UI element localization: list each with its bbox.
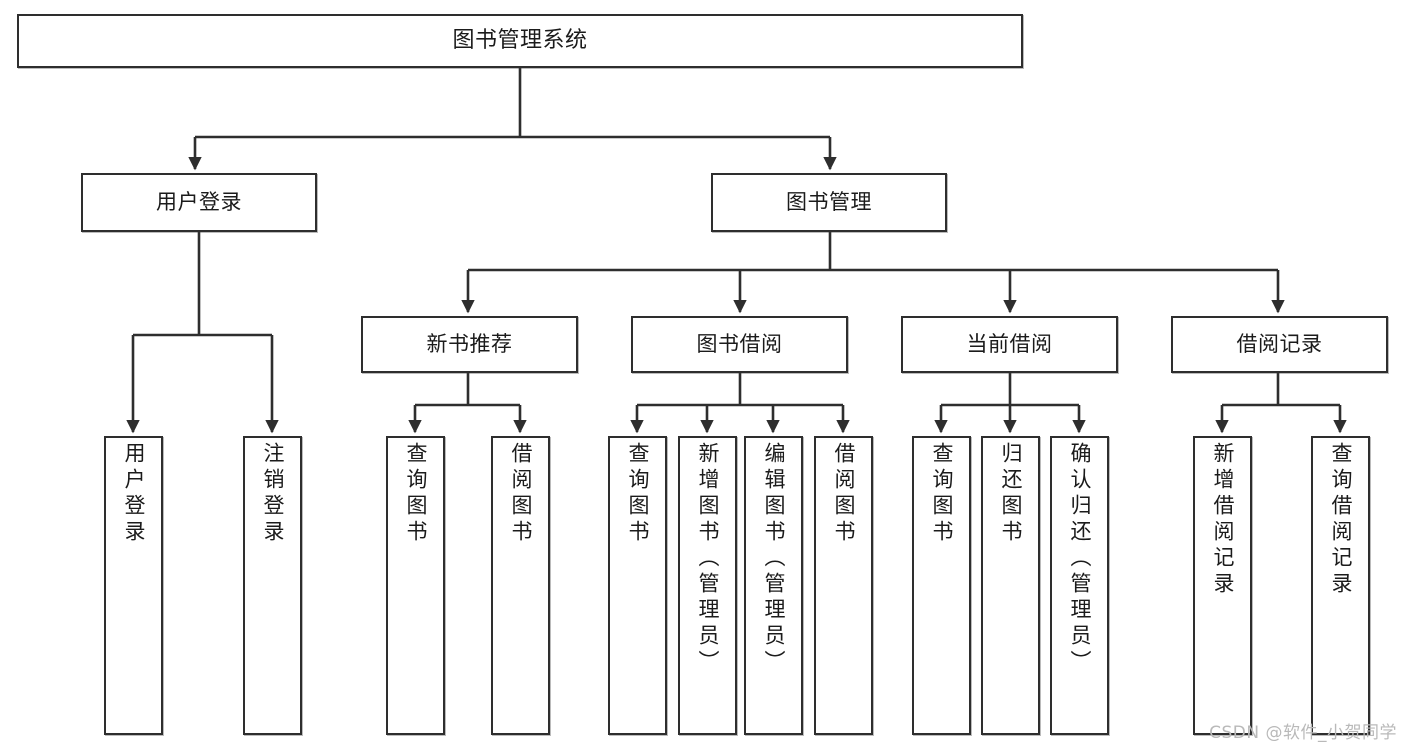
- node-leaf-borrow-book-1[interactable]: 借阅图书: [491, 436, 550, 735]
- node-book-manage-label: 图书管理: [786, 190, 872, 215]
- node-leaf-return-book[interactable]: 归还图书: [981, 436, 1040, 735]
- node-leaf-query-book-1[interactable]: 查询图书: [386, 436, 445, 735]
- node-leaf-user-login[interactable]: 用户登录: [104, 436, 163, 735]
- node-leaf-confirm-return[interactable]: 确认归还（管理员）: [1050, 436, 1109, 735]
- node-leaf-query-book-1-label: 查询图书: [404, 442, 428, 546]
- node-leaf-add-record[interactable]: 新增借阅记录: [1193, 436, 1252, 735]
- node-user-login-label: 用户登录: [156, 190, 242, 215]
- node-leaf-query-book-2-label: 查询图书: [626, 442, 650, 546]
- csdn-watermark: CSDN @软件_小贺同学: [1209, 723, 1397, 743]
- node-leaf-query-record-label: 查询借阅记录: [1329, 442, 1353, 598]
- node-root-system[interactable]: 图书管理系统: [17, 14, 1023, 68]
- node-new-book-rec[interactable]: 新书推荐: [361, 316, 578, 373]
- node-leaf-borrow-book-1-label: 借阅图书: [509, 442, 533, 546]
- node-leaf-confirm-return-label: 确认归还（管理员）: [1068, 442, 1092, 676]
- node-leaf-user-logout[interactable]: 注销登录: [243, 436, 302, 735]
- node-leaf-query-book-3[interactable]: 查询图书: [912, 436, 971, 735]
- node-leaf-return-book-label: 归还图书: [999, 442, 1023, 546]
- node-current-borrow[interactable]: 当前借阅: [901, 316, 1118, 373]
- node-leaf-query-book-3-label: 查询图书: [930, 442, 954, 546]
- node-borrow-record[interactable]: 借阅记录: [1171, 316, 1388, 373]
- node-leaf-user-logout-label: 注销登录: [261, 442, 285, 546]
- node-leaf-borrow-book-2-label: 借阅图书: [832, 442, 856, 546]
- node-book-borrow-label: 图书借阅: [696, 332, 783, 357]
- node-leaf-add-record-label: 新增借阅记录: [1211, 442, 1235, 598]
- node-leaf-query-record[interactable]: 查询借阅记录: [1311, 436, 1370, 735]
- node-leaf-edit-book[interactable]: 编辑图书（管理员）: [744, 436, 803, 735]
- node-leaf-add-book[interactable]: 新增图书（管理员）: [678, 436, 737, 735]
- node-user-login[interactable]: 用户登录: [81, 173, 317, 232]
- node-book-manage[interactable]: 图书管理: [711, 173, 947, 232]
- node-leaf-borrow-book-2[interactable]: 借阅图书: [814, 436, 873, 735]
- node-borrow-record-label: 借阅记录: [1236, 332, 1323, 357]
- node-book-borrow[interactable]: 图书借阅: [631, 316, 848, 373]
- node-current-borrow-label: 当前借阅: [966, 332, 1053, 357]
- node-leaf-edit-book-label: 编辑图书（管理员）: [762, 442, 786, 676]
- node-new-book-rec-label: 新书推荐: [426, 332, 513, 357]
- node-leaf-query-book-2[interactable]: 查询图书: [608, 436, 667, 735]
- node-leaf-user-login-label: 用户登录: [122, 442, 146, 546]
- node-leaf-add-book-label: 新增图书（管理员）: [696, 442, 720, 676]
- node-root-system-label: 图书管理系统: [452, 28, 588, 54]
